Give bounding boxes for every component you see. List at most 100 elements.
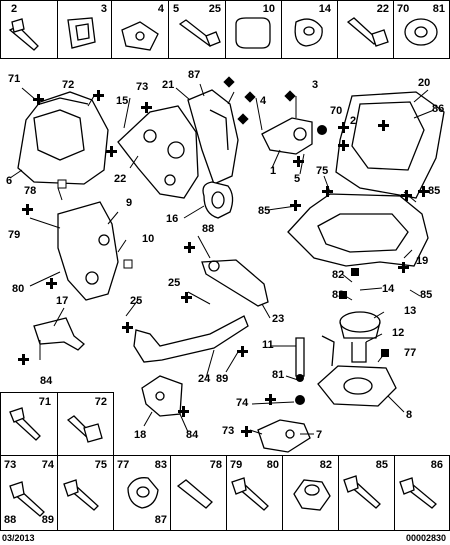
callout-label: 73 [136,81,149,93]
callout-label: 18 [134,429,147,441]
callout-label: 3 [312,79,319,91]
washer-icon [404,18,438,46]
part-number: 86 [430,459,443,471]
footer-code: 00002830 [405,533,446,543]
callout-label: 74 [236,397,249,409]
callout-label: 75 [316,165,329,177]
callout-label: 14 [382,283,395,295]
callout-label: 7 [316,429,323,441]
part-number: 77 [117,459,130,471]
crossmember-part-19 [287,193,429,267]
stud-bolt-icon [346,17,389,47]
clip-icon [67,17,96,49]
callout-label: 2 [350,115,357,127]
part-cell-82[interactable]: 82 [282,455,339,531]
callout-label: 81 [272,369,285,381]
callout-label: 25 [168,277,181,289]
part-cell-85[interactable]: 85 [338,455,395,531]
callout-label: 78 [24,185,37,197]
link-part-23 [201,259,269,307]
callout-label: 88 [202,223,215,235]
part-cell-86[interactable]: 86 [394,455,450,531]
callout-label: 4 [260,95,267,107]
part-cell-77-83-87[interactable]: 77 83 87 [113,455,171,531]
engine-mount-part [17,91,109,185]
part-number: 78 [209,459,222,471]
bolt-icon [178,19,221,47]
part-number: 10 [262,3,275,15]
bolt-icon [8,18,39,51]
part-number: 70 [397,3,410,15]
bush-icon [235,17,271,49]
bush-part-16 [202,181,234,219]
callout-label: 25 [130,295,143,307]
part-cell-79-80[interactable]: 79 80 [226,455,283,531]
bracket-part-21 [187,89,239,185]
callout-label: 9 [126,197,133,209]
part-number: 83 [154,459,167,471]
callout-label: 77 [404,347,417,359]
bracket-part-15 [117,105,199,199]
callout-label: 22 [114,173,127,185]
mount-part-13 [339,311,381,363]
bracket-part-17 [33,317,85,351]
callout-label: 13 [404,305,417,317]
part-cell-78[interactable]: 78 [170,455,227,531]
part-number: 80 [266,459,279,471]
callout-label: 12 [392,327,405,339]
hex-markers [18,90,429,437]
callout-label: 24 [198,373,211,385]
part-number: 14 [318,3,331,15]
part-number: 88 [4,514,17,526]
arm-part-24 [133,315,249,363]
part-number: 3 [100,3,107,15]
part-cell-71[interactable]: 71 [0,392,58,456]
part-number: 22 [376,3,389,15]
part-number: 72 [94,396,107,408]
callout-label: 11 [262,339,274,351]
callout-label: 17 [56,295,69,307]
callout-label: 21 [162,79,175,91]
part-number: 25 [208,3,221,15]
callout-label: 71 [8,73,21,85]
bracket-part-18 [141,375,183,417]
callout-label: 20 [418,77,431,89]
bracket-part-8 [317,335,397,407]
callout-label: 73 [222,425,235,437]
callout-label: 84 [40,375,53,387]
callout-label: 80 [12,283,25,295]
link-part-1 [261,117,313,155]
part-cell-73-74-88-89[interactable]: 73 74 88 89 [0,455,58,531]
part-number: 2 [11,3,18,15]
callout-label: 85 [258,205,271,217]
part-number: 89 [41,514,54,526]
part-number: 71 [38,396,51,408]
callout-label: 87 [188,69,201,81]
bracket-part-7 [257,419,311,453]
part-number: 5 [173,3,180,15]
part-cell-75[interactable]: 75 [57,455,114,531]
callout-label: 83 [332,289,345,301]
callout-label: 70 [330,105,343,117]
part-number: 74 [41,459,54,471]
part-number: 75 [94,459,107,471]
callout-label: 23 [272,313,285,325]
bracket-part-20 [335,91,445,199]
callout-label: 1 [270,165,277,177]
callout-label: 85 [420,289,433,301]
callout-label: 8 [406,409,413,421]
callout-label: 82 [332,269,345,281]
part-number: 87 [154,514,167,526]
part-cell-72[interactable]: 72 [57,392,114,456]
clip-icon [121,21,159,51]
callout-label: 6 [6,175,13,187]
callout-label: 5 [294,173,301,185]
bracket-part-9 [57,201,119,301]
footer-date: 03/2013 [2,533,35,543]
callout-label: 10 [142,233,155,245]
callout-label: 84 [186,429,199,441]
callout-label: 85 [428,185,441,197]
part-number: 82 [319,459,332,471]
callout-label: 16 [166,213,179,225]
